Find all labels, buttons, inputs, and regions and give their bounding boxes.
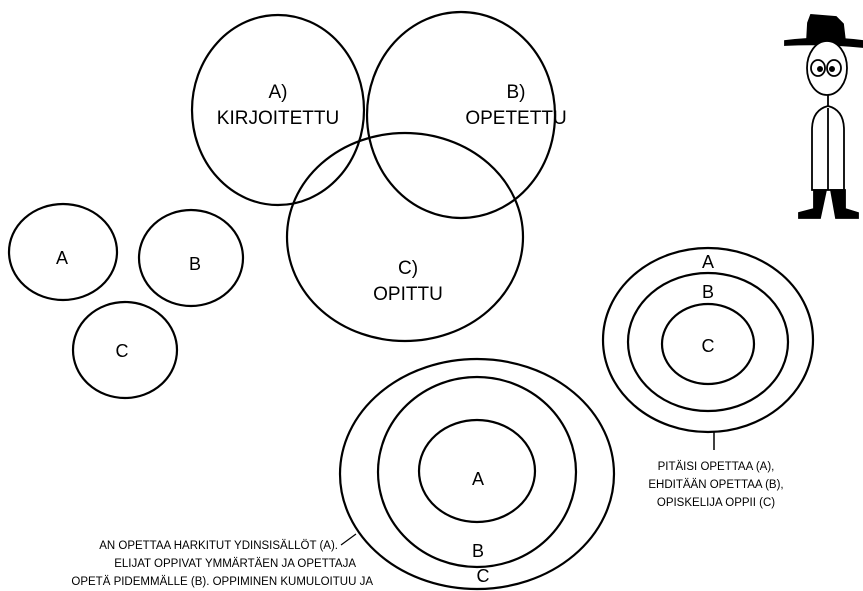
- nested-large-inner: [417, 418, 537, 524]
- venn-b-prefix: B): [507, 82, 526, 103]
- nested-small-outer: [601, 246, 815, 434]
- nested-small-caption-3: OPISKELIJA OPPII (C): [657, 497, 775, 509]
- nested-small-middle: [626, 271, 790, 413]
- venn-c-label: OPITTU: [373, 284, 443, 305]
- nested-large-label-a: A: [472, 469, 484, 489]
- venn-diagram: [190, 10, 557, 343]
- nested-small-inner: [660, 302, 756, 386]
- venn-c-prefix: C): [398, 258, 418, 279]
- nested-large-caption-2: ELIJAT OPPIVAT YMMÄRTÄEN JA OPETTAJA: [114, 558, 356, 570]
- nested-large-caption-1: AN OPETTAA HARKITUT YDINSISÄLLÖT (A).: [99, 540, 338, 552]
- venn-circle-c: [285, 131, 525, 343]
- nested-large-middle: [376, 375, 578, 569]
- separate-label-a: A: [56, 248, 68, 268]
- nested-large-pointer: [340, 533, 357, 546]
- nested-small-label-c: C: [702, 336, 715, 356]
- separate-label-c: C: [116, 341, 129, 361]
- separate-label-b: B: [189, 254, 201, 274]
- separate-circle-a: [7, 202, 119, 302]
- venn-b-label: OPETETTU: [465, 108, 566, 129]
- nested-large-caption-3: OPETÄ PIDEMMÄLLE (B). OPPIMINEN KUMULOIT…: [71, 576, 373, 588]
- nested-small-circles: [601, 246, 815, 434]
- separate-circle-b: [137, 208, 245, 308]
- venn-a-label: KIRJOITETTU: [217, 108, 339, 129]
- nested-small-label-a: A: [702, 252, 714, 272]
- separate-circles: [7, 202, 245, 400]
- hat-wearing-stick-figure-icon: [784, 14, 863, 219]
- separate-circle-c: [71, 300, 179, 400]
- nested-small-caption-2: EHDITÄÄN OPETTAA (B),: [648, 479, 783, 491]
- nested-small-label-b: B: [702, 282, 714, 302]
- venn-circle-b: [365, 10, 557, 220]
- nested-large-outer: [338, 357, 616, 591]
- nested-large-label-c: C: [477, 566, 490, 586]
- nested-large-circles: [338, 357, 616, 591]
- venn-circle-a: [190, 13, 366, 207]
- nested-large-label-b: B: [472, 541, 484, 561]
- nested-small-caption-1: PITÄISI OPETTAA (A),: [658, 461, 775, 473]
- venn-a-prefix: A): [269, 82, 288, 103]
